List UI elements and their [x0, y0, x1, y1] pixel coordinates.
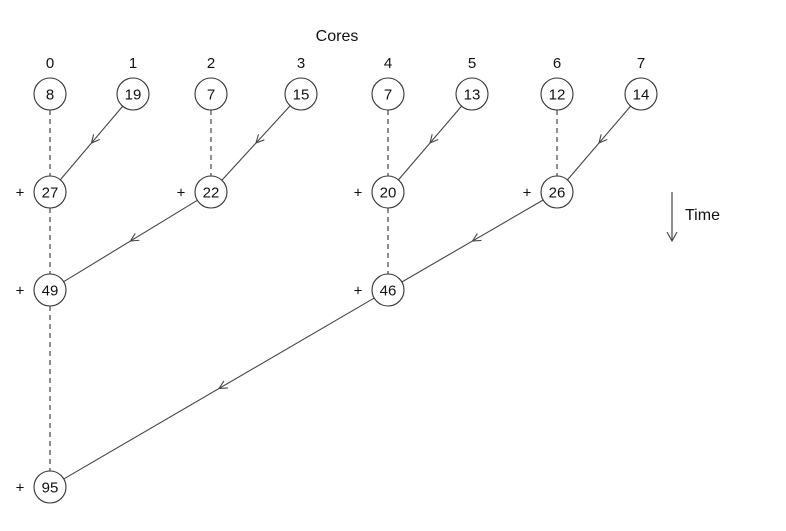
node-value: 26: [549, 185, 566, 202]
diagram-title: Cores: [316, 28, 359, 45]
send-arrowhead-level-2-1: [471, 233, 482, 242]
node-value: 22: [203, 185, 220, 202]
node-value: 19: [125, 87, 142, 104]
node-circle: [284, 77, 318, 111]
node-circle: [194, 175, 228, 209]
node-level-0-4: 7: [371, 77, 405, 111]
node-circle: [540, 77, 574, 111]
node-value: 12: [549, 87, 566, 104]
node-value: 27: [42, 185, 59, 202]
node-circle: [33, 273, 67, 307]
node-circle: [455, 77, 489, 111]
node-value: 14: [633, 87, 650, 104]
node-circle: [540, 175, 574, 209]
nodes: 8 19 7 15 7 13 12 14 27 +22 +20 +26 +49 +46 +95 +: [16, 77, 658, 504]
time-label: Time: [685, 207, 720, 224]
node-circle: [33, 470, 67, 504]
node-value: 13: [464, 87, 481, 104]
node-circle: [194, 77, 228, 111]
node-circle: [624, 77, 658, 111]
time-arrow-head: [666, 231, 678, 243]
plus-sign: +: [16, 283, 25, 300]
send-arrowhead-level-3-0: [217, 380, 228, 390]
node-value: 49: [42, 283, 59, 300]
edges: [49, 105, 632, 480]
core-label-0: 0: [46, 55, 54, 72]
node-level-0-2: 7: [194, 77, 228, 111]
node-value: 15: [293, 87, 310, 104]
send-arrowhead-level-1-1: [255, 134, 265, 144]
plus-sign: +: [16, 480, 25, 497]
node-value: 7: [384, 87, 392, 104]
plus-sign: +: [354, 283, 363, 300]
send-arrowhead-level-1-3: [598, 134, 608, 144]
send-arrowhead-level-1-0: [90, 134, 100, 144]
plus-sign: +: [523, 185, 532, 202]
node-circle: [33, 175, 67, 209]
node-value: 8: [46, 87, 54, 104]
core-label-7: 7: [637, 55, 645, 72]
core-label-3: 3: [297, 55, 305, 72]
node-level-0-7: 14: [624, 77, 658, 111]
send-arrowhead-level-2-0: [129, 233, 140, 242]
node-level-0-3: 15: [284, 77, 318, 111]
node-level-0-1: 19: [116, 77, 150, 111]
node-circle: [371, 175, 405, 209]
core-label-4: 4: [384, 55, 392, 72]
send-arrowhead-level-1-2: [429, 134, 439, 144]
node-level-0-6: 12: [540, 77, 574, 111]
core-label-2: 2: [207, 55, 215, 72]
core-label-5: 5: [468, 55, 476, 72]
node-value: 20: [380, 185, 397, 202]
node-level-1-0: 27 +: [16, 175, 67, 209]
core-label-6: 6: [553, 55, 561, 72]
core-labels: 0 1 2 3 4 5 6 7: [46, 55, 645, 72]
node-circle: [371, 77, 405, 111]
core-label-1: 1: [129, 55, 137, 72]
node-level-1-1: 22 +: [177, 175, 228, 209]
node-level-0-0: 8: [33, 77, 67, 111]
node-level-1-2: 20 +: [354, 175, 405, 209]
node-circle: [33, 77, 67, 111]
node-value: 95: [42, 480, 59, 497]
plus-sign: +: [177, 185, 186, 202]
node-level-2-1: 46 +: [354, 273, 405, 307]
node-level-1-3: 26 +: [523, 175, 574, 209]
node-value: 7: [207, 87, 215, 104]
node-level-0-5: 13: [455, 77, 489, 111]
node-value: 46: [380, 283, 397, 300]
plus-sign: +: [354, 185, 363, 202]
node-circle: [116, 77, 150, 111]
node-circle: [371, 273, 405, 307]
plus-sign: +: [16, 185, 25, 202]
node-level-3-0: 95 +: [16, 470, 67, 504]
node-level-2-0: 49 +: [16, 273, 67, 307]
time-axis: Time: [666, 192, 720, 243]
